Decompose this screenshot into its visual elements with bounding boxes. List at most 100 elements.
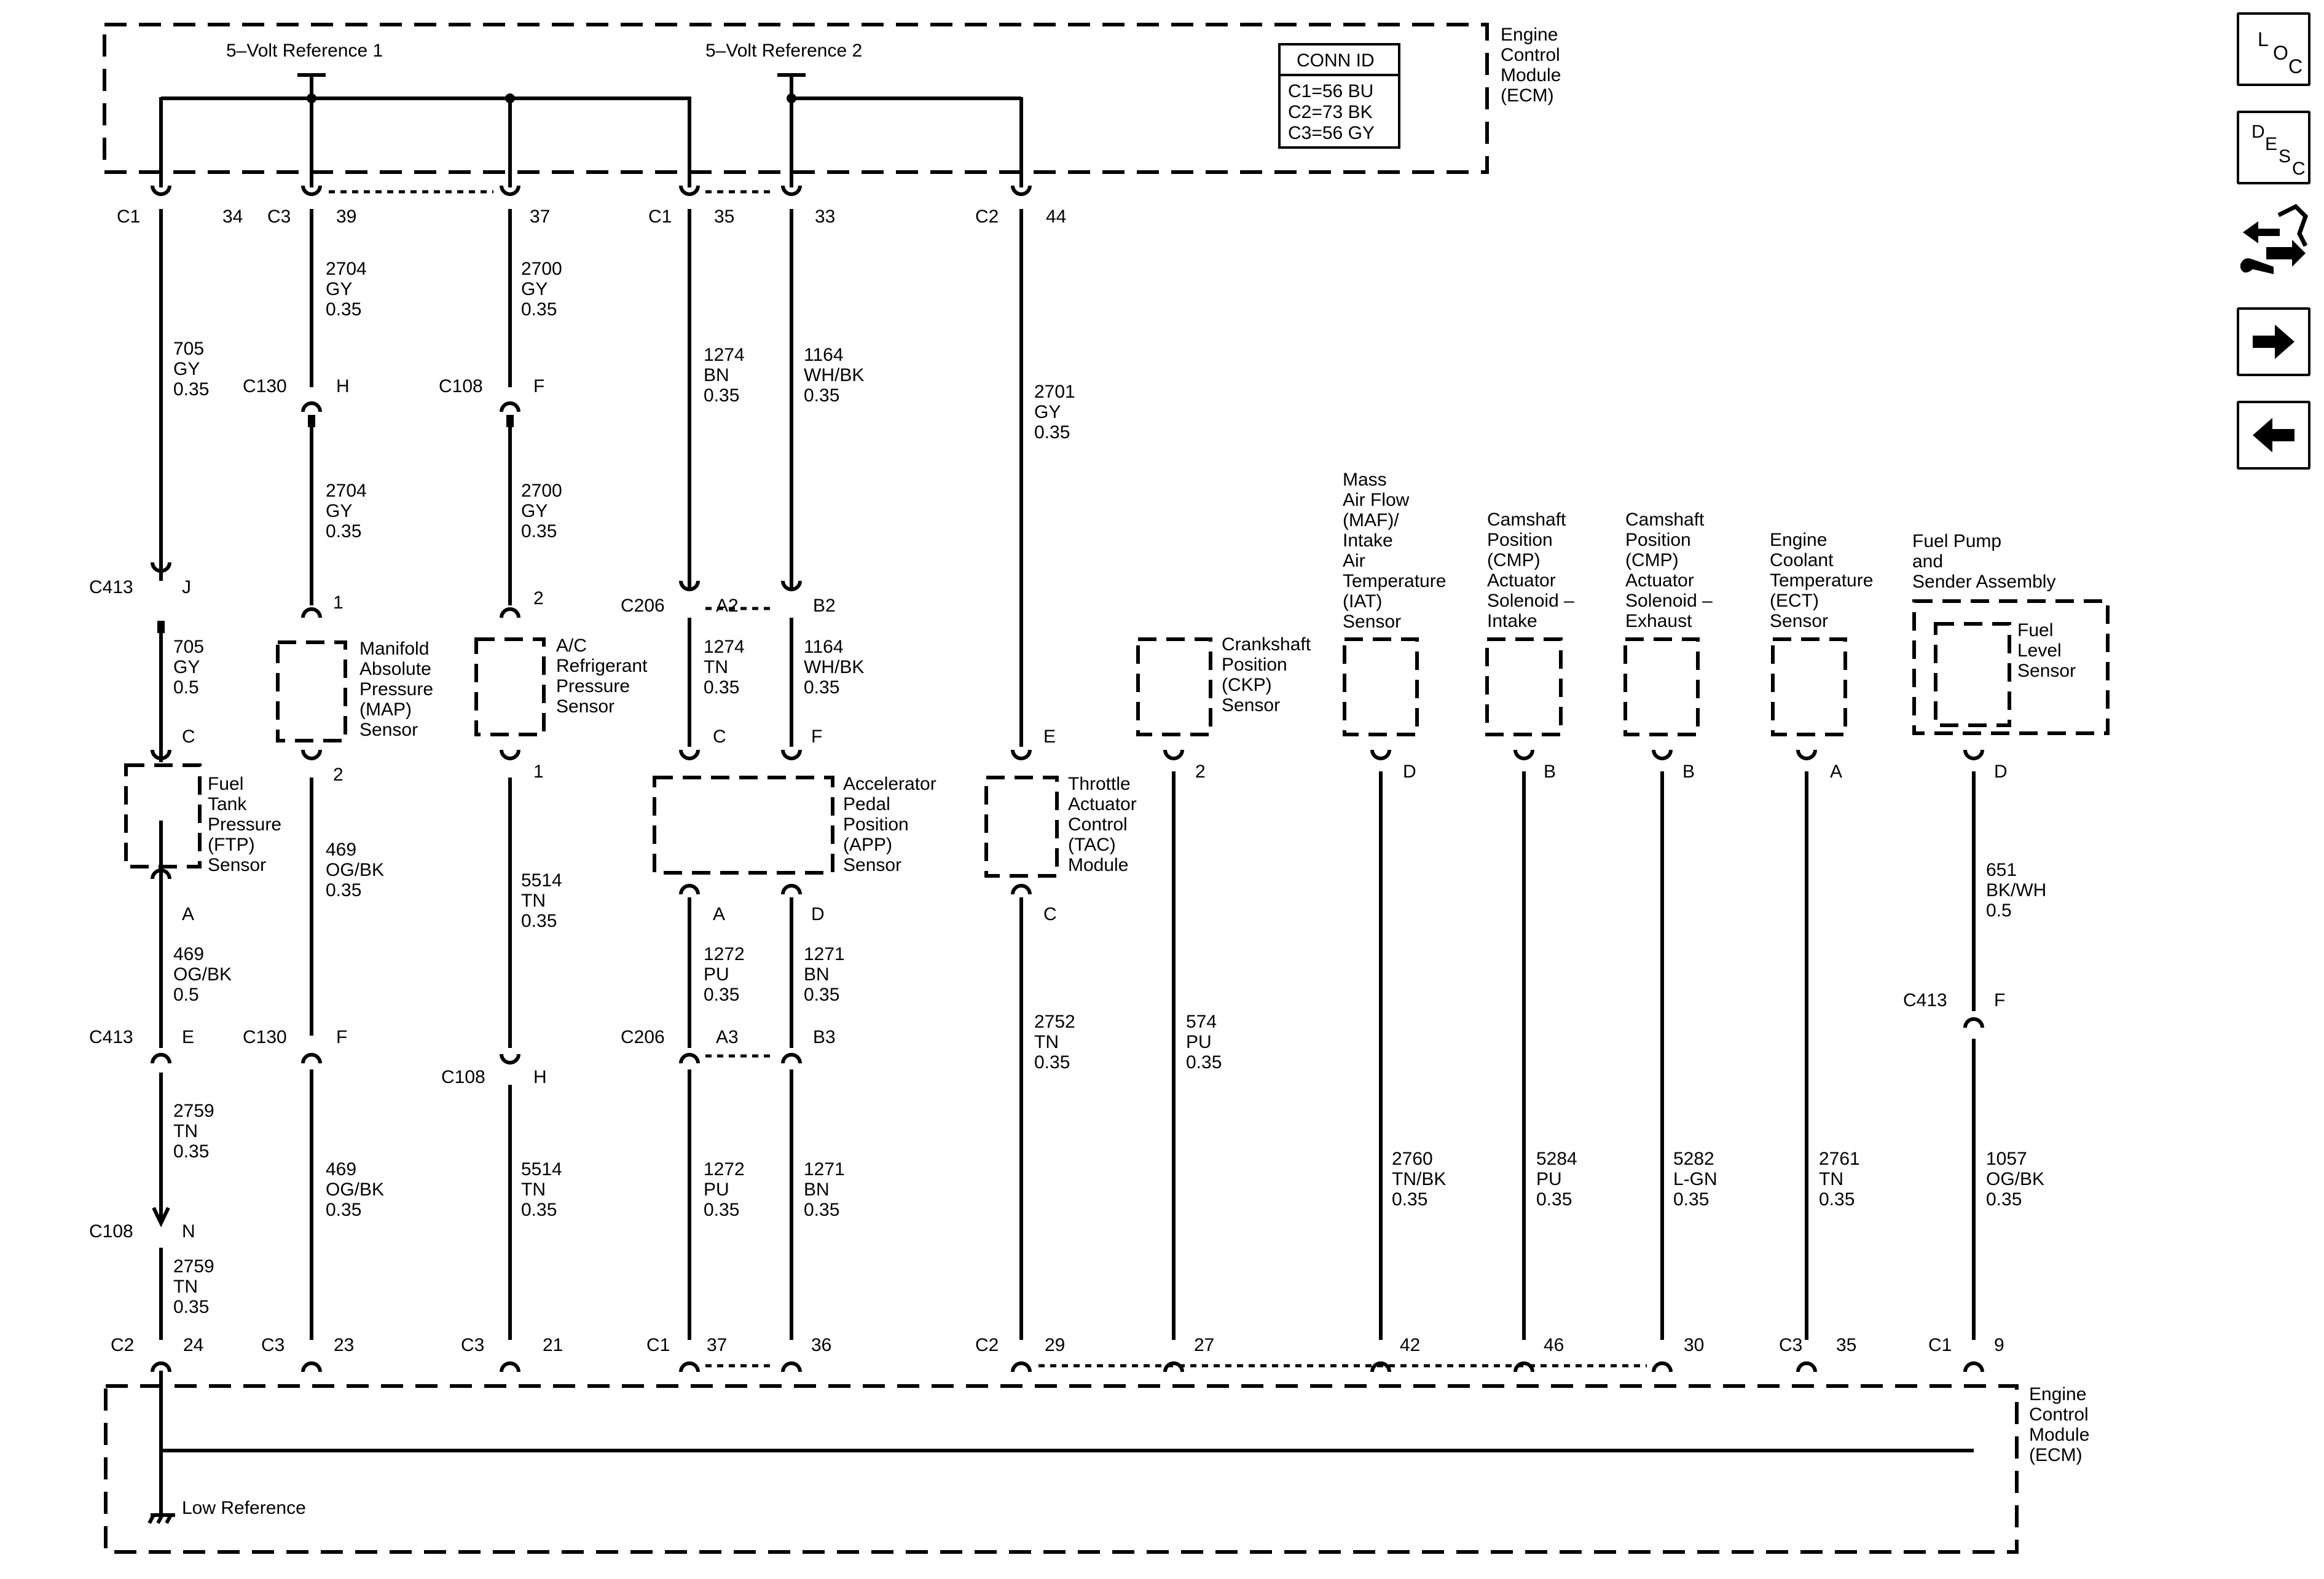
wire-label: PU — [704, 964, 729, 985]
loc-letter-c: C — [2288, 55, 2303, 77]
wire-label: WH/BK — [804, 657, 864, 677]
ac-pressure-sensor-label: Refrigerant — [556, 656, 648, 676]
maf-iat-sensor-label: Temperature — [1343, 571, 1446, 591]
inline-pin-label: F — [1994, 990, 2005, 1010]
inline-connector-label: C413 — [89, 1027, 133, 1047]
component-pin-label: F — [811, 726, 822, 747]
inline-pin-label: J — [182, 577, 191, 597]
description-button[interactable]: D E S C — [2237, 111, 2310, 184]
wire-label: GY — [521, 501, 548, 521]
wire-label: 0.5 — [1986, 900, 2012, 921]
ect-sensor-label: Coolant — [1770, 550, 1834, 570]
connector-pin-icon — [781, 1053, 802, 1064]
wire-label: BK/WH — [1986, 880, 2046, 900]
svg-text:Module: Module — [2029, 1425, 2089, 1445]
wire-label: 0.35 — [326, 880, 361, 900]
ecm-bottom-pin-icon — [1796, 1361, 1817, 1372]
wire-label: 0.35 — [326, 299, 361, 320]
maf-iat-sensor-label: Air — [1343, 551, 1365, 571]
ect-sensor-box — [1771, 637, 1847, 736]
ckp-sensor-label: Sensor — [1222, 695, 1280, 715]
component-pin-label: E — [1043, 726, 1056, 747]
component-pin-label: D — [1403, 762, 1416, 782]
fuel-pump-sender-assembly-label: Sender Assembly — [1912, 572, 2055, 592]
desc-letter-c: C — [2292, 159, 2306, 179]
wire-label: TN — [1034, 1032, 1059, 1052]
wire-label: 651 — [1986, 860, 2017, 880]
app-sensor-label: Position — [843, 814, 909, 835]
previous-button[interactable] — [2237, 401, 2310, 470]
ftp-sensor-box — [124, 763, 202, 868]
ecm-box-top — [103, 23, 1489, 174]
fuel-level-sensor-label: Fuel — [2017, 620, 2053, 640]
wire-label: 0.35 — [704, 1200, 739, 1220]
wire-label: 0.35 — [704, 385, 739, 406]
tac-module-label: Module — [1068, 855, 1128, 875]
ac-sensor-box — [474, 637, 546, 736]
ecm-top-pin-icon — [301, 185, 322, 196]
connector-pin-icon — [301, 401, 322, 412]
wire-label: 0.35 — [1536, 1189, 1572, 1210]
top-pin-number-label: 39 — [336, 207, 356, 227]
wire-label: 0.35 — [1986, 1189, 2022, 1210]
ecm-top-pin-icon — [1011, 185, 1032, 196]
ecm-bottom-pin-icon — [1652, 1361, 1673, 1372]
arrow-right-icon — [2253, 325, 2295, 359]
wire-label: L-GN — [1673, 1169, 1717, 1189]
location-button[interactable]: L O C — [2237, 12, 2310, 86]
cmp-intake-solenoid-label: Camshaft — [1487, 510, 1566, 530]
cmp-exhaust-solenoid-label: Camshaft — [1625, 510, 1705, 530]
component-pin-label: 1 — [333, 593, 343, 613]
wire-label: 2704 — [326, 259, 367, 279]
bottom-pin-number-label: 42 — [1400, 1335, 1420, 1355]
connector-pin-icon — [151, 749, 171, 760]
cmp-intake-solenoid-label: Position — [1487, 530, 1553, 550]
wire-label: 0.35 — [1819, 1189, 1855, 1210]
wire-label: 0.35 — [173, 379, 209, 400]
connector-tools-icon — [2240, 203, 2309, 274]
ecm-top-pin-icon — [151, 185, 171, 196]
inline-connector-label: C206 — [621, 596, 665, 616]
ecm-bottom-pin-icon — [1963, 1361, 1984, 1372]
tac-module-label: Control — [1068, 814, 1128, 835]
connector-pin-icon — [679, 1053, 700, 1064]
ecm-bottom-pin-icon — [781, 1361, 802, 1372]
component-pin-label: C — [1043, 904, 1057, 924]
component-pin-label: 2 — [333, 765, 343, 785]
svg-text:Engine: Engine — [1501, 25, 1558, 45]
component-pin-label: B — [1544, 762, 1556, 782]
wire-label: 0.35 — [521, 911, 557, 931]
ect-sensor-label: Sensor — [1770, 611, 1828, 631]
wire-label: BN — [804, 964, 830, 985]
ecm-bottom-pin-icon — [301, 1361, 322, 1372]
wire-label: PU — [704, 1179, 729, 1200]
inline-connector-label: C413 — [1903, 990, 1947, 1010]
wire-label: OG/BK — [326, 860, 384, 880]
inline-connector-label: C130 — [243, 1027, 287, 1047]
svg-text:C3=56 GY: C3=56 GY — [1288, 123, 1375, 143]
ecm-top-pin-icon — [781, 185, 802, 196]
low-reference-bus — [147, 1371, 1974, 1524]
cmp-exhaust-box — [1623, 637, 1700, 736]
ecm-bottom-pin-icon — [500, 1361, 520, 1372]
bus-junction — [505, 93, 515, 103]
connector-tools-button[interactable] — [2237, 203, 2310, 283]
arrow-left-icon — [2253, 418, 2295, 452]
wire-label: PU — [1186, 1032, 1212, 1052]
desc-letter-e: E — [2265, 134, 2278, 154]
component-pin-label: 2 — [1195, 762, 1206, 782]
inline-connector-label: C108 — [89, 1221, 133, 1242]
next-button[interactable] — [2237, 307, 2310, 376]
connector-pin-icon — [500, 401, 520, 412]
wire-label: 2760 — [1392, 1149, 1433, 1169]
wire-label: GY — [521, 279, 548, 299]
wire-label: GY — [326, 501, 352, 521]
connector-pin-icon — [500, 749, 520, 760]
wire-label: 5514 — [521, 1159, 562, 1179]
cmp-exhaust-solenoid-label: (CMP) — [1625, 550, 1679, 570]
wire-label: 0.35 — [1186, 1052, 1222, 1073]
wire-label: 1164 — [804, 637, 844, 657]
app-sensor-box — [653, 776, 834, 875]
map-sensor-label: Manifold — [359, 639, 429, 659]
inline-pin-label: A3 — [716, 1027, 739, 1047]
